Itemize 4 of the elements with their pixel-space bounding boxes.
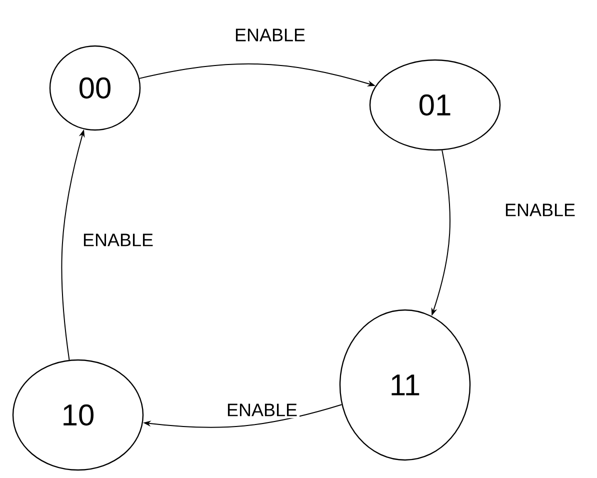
- edge-label: ENABLE: [236, 28, 305, 42]
- edge-label: ENABLE: [228, 404, 297, 416]
- edge-label: ENABLE: [84, 234, 153, 246]
- edge-label: ENABLE: [506, 204, 575, 216]
